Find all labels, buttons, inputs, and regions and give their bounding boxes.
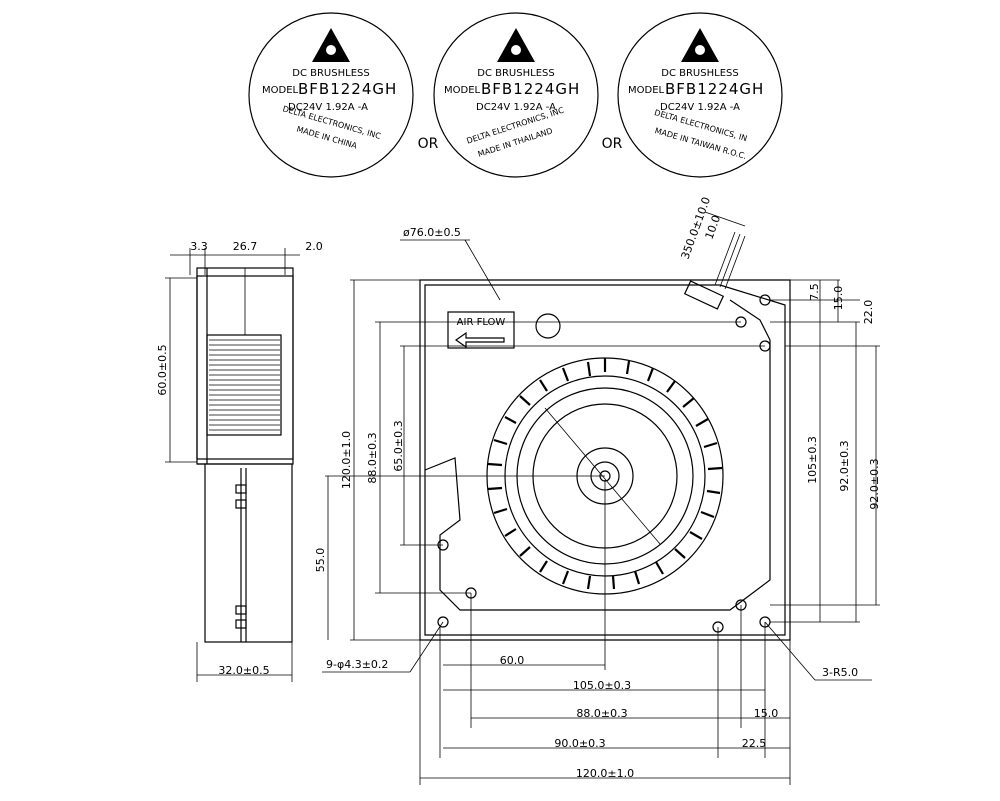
fan-fins (209, 339, 280, 431)
impeller-blades (487, 358, 723, 590)
airflow-text: AIR FLOW (457, 317, 506, 328)
label-china: DC BRUSHLESS MODEL BFB1224GH DC24V 1.92A… (248, 12, 414, 178)
label-rating: DC24V 1.92A -A (476, 102, 556, 113)
dim-60: 60.0±0.5 (156, 344, 169, 395)
dim-7-5: 7.5 (808, 283, 821, 301)
dim-120-v: 120.0±1.0 (340, 431, 353, 489)
or-text-1: OR (418, 136, 439, 152)
label-model: BFB1224GH (481, 80, 580, 98)
holes-callout: 9-φ4.3±0.2 (326, 658, 388, 671)
dim-60-h: 60.0 (500, 654, 525, 667)
dim-26-7: 26.7 (233, 240, 258, 253)
dim-88-h: 88.0±0.3 (576, 707, 627, 720)
radius-callout: 3-R5.0 (822, 666, 858, 679)
dim-22: 22.0 (862, 300, 875, 325)
label-rating: DC24V 1.92A -A (288, 102, 368, 113)
dim-92-b: 92.0±0.3 (868, 458, 881, 509)
dim-105-h: 105.0±0.3 (573, 679, 631, 692)
label-model-word: MODEL (628, 85, 665, 96)
or-text-2: OR (602, 136, 623, 152)
airflow-arrow (454, 331, 505, 349)
front-view: AIR FLOW (314, 195, 881, 785)
dim-120-h: 120.0±1.0 (576, 767, 634, 780)
label-model: BFB1224GH (665, 80, 764, 98)
dim-22-5: 22.5 (742, 737, 767, 750)
label-model: BFB1224GH (298, 80, 397, 98)
dim-88-v: 88.0±0.3 (366, 432, 379, 483)
dim-65: 65.0±0.3 (392, 420, 405, 471)
dim-3-3: 3.3 (190, 240, 208, 253)
dim-15-bottom: 15.0 (754, 707, 779, 720)
ul-icon (535, 313, 561, 339)
label-rating: DC24V 1.92A -A (660, 102, 740, 113)
label-brushless: DC BRUSHLESS (477, 68, 554, 79)
label-brushless: DC BRUSHLESS (292, 68, 369, 79)
label-model-word: MODEL (444, 85, 481, 96)
label-model-word: MODEL (262, 85, 299, 96)
label-brushless: DC BRUSHLESS (661, 68, 738, 79)
label-thailand: DC BRUSHLESS MODEL BFB1224GH DC24V 1.92A… (433, 12, 599, 178)
dim-90: 90.0±0.3 (554, 737, 605, 750)
dim-55: 55.0 (314, 548, 327, 573)
label-taiwan: DC BRUSHLESS MODEL BFB1224GH DC24V 1.92A… (617, 12, 783, 178)
dim-15-right: 15.0 (832, 286, 845, 311)
dim-32: 32.0±0.5 (218, 664, 269, 677)
dim-2-0: 2.0 (305, 240, 323, 253)
dim-92-a: 92.0±0.3 (838, 440, 851, 491)
dim-diameter: ø76.0±0.5 (403, 226, 461, 239)
side-view: 3.3 26.7 2.0 (156, 240, 323, 682)
dim-105-v: 105±0.3 (806, 436, 819, 484)
